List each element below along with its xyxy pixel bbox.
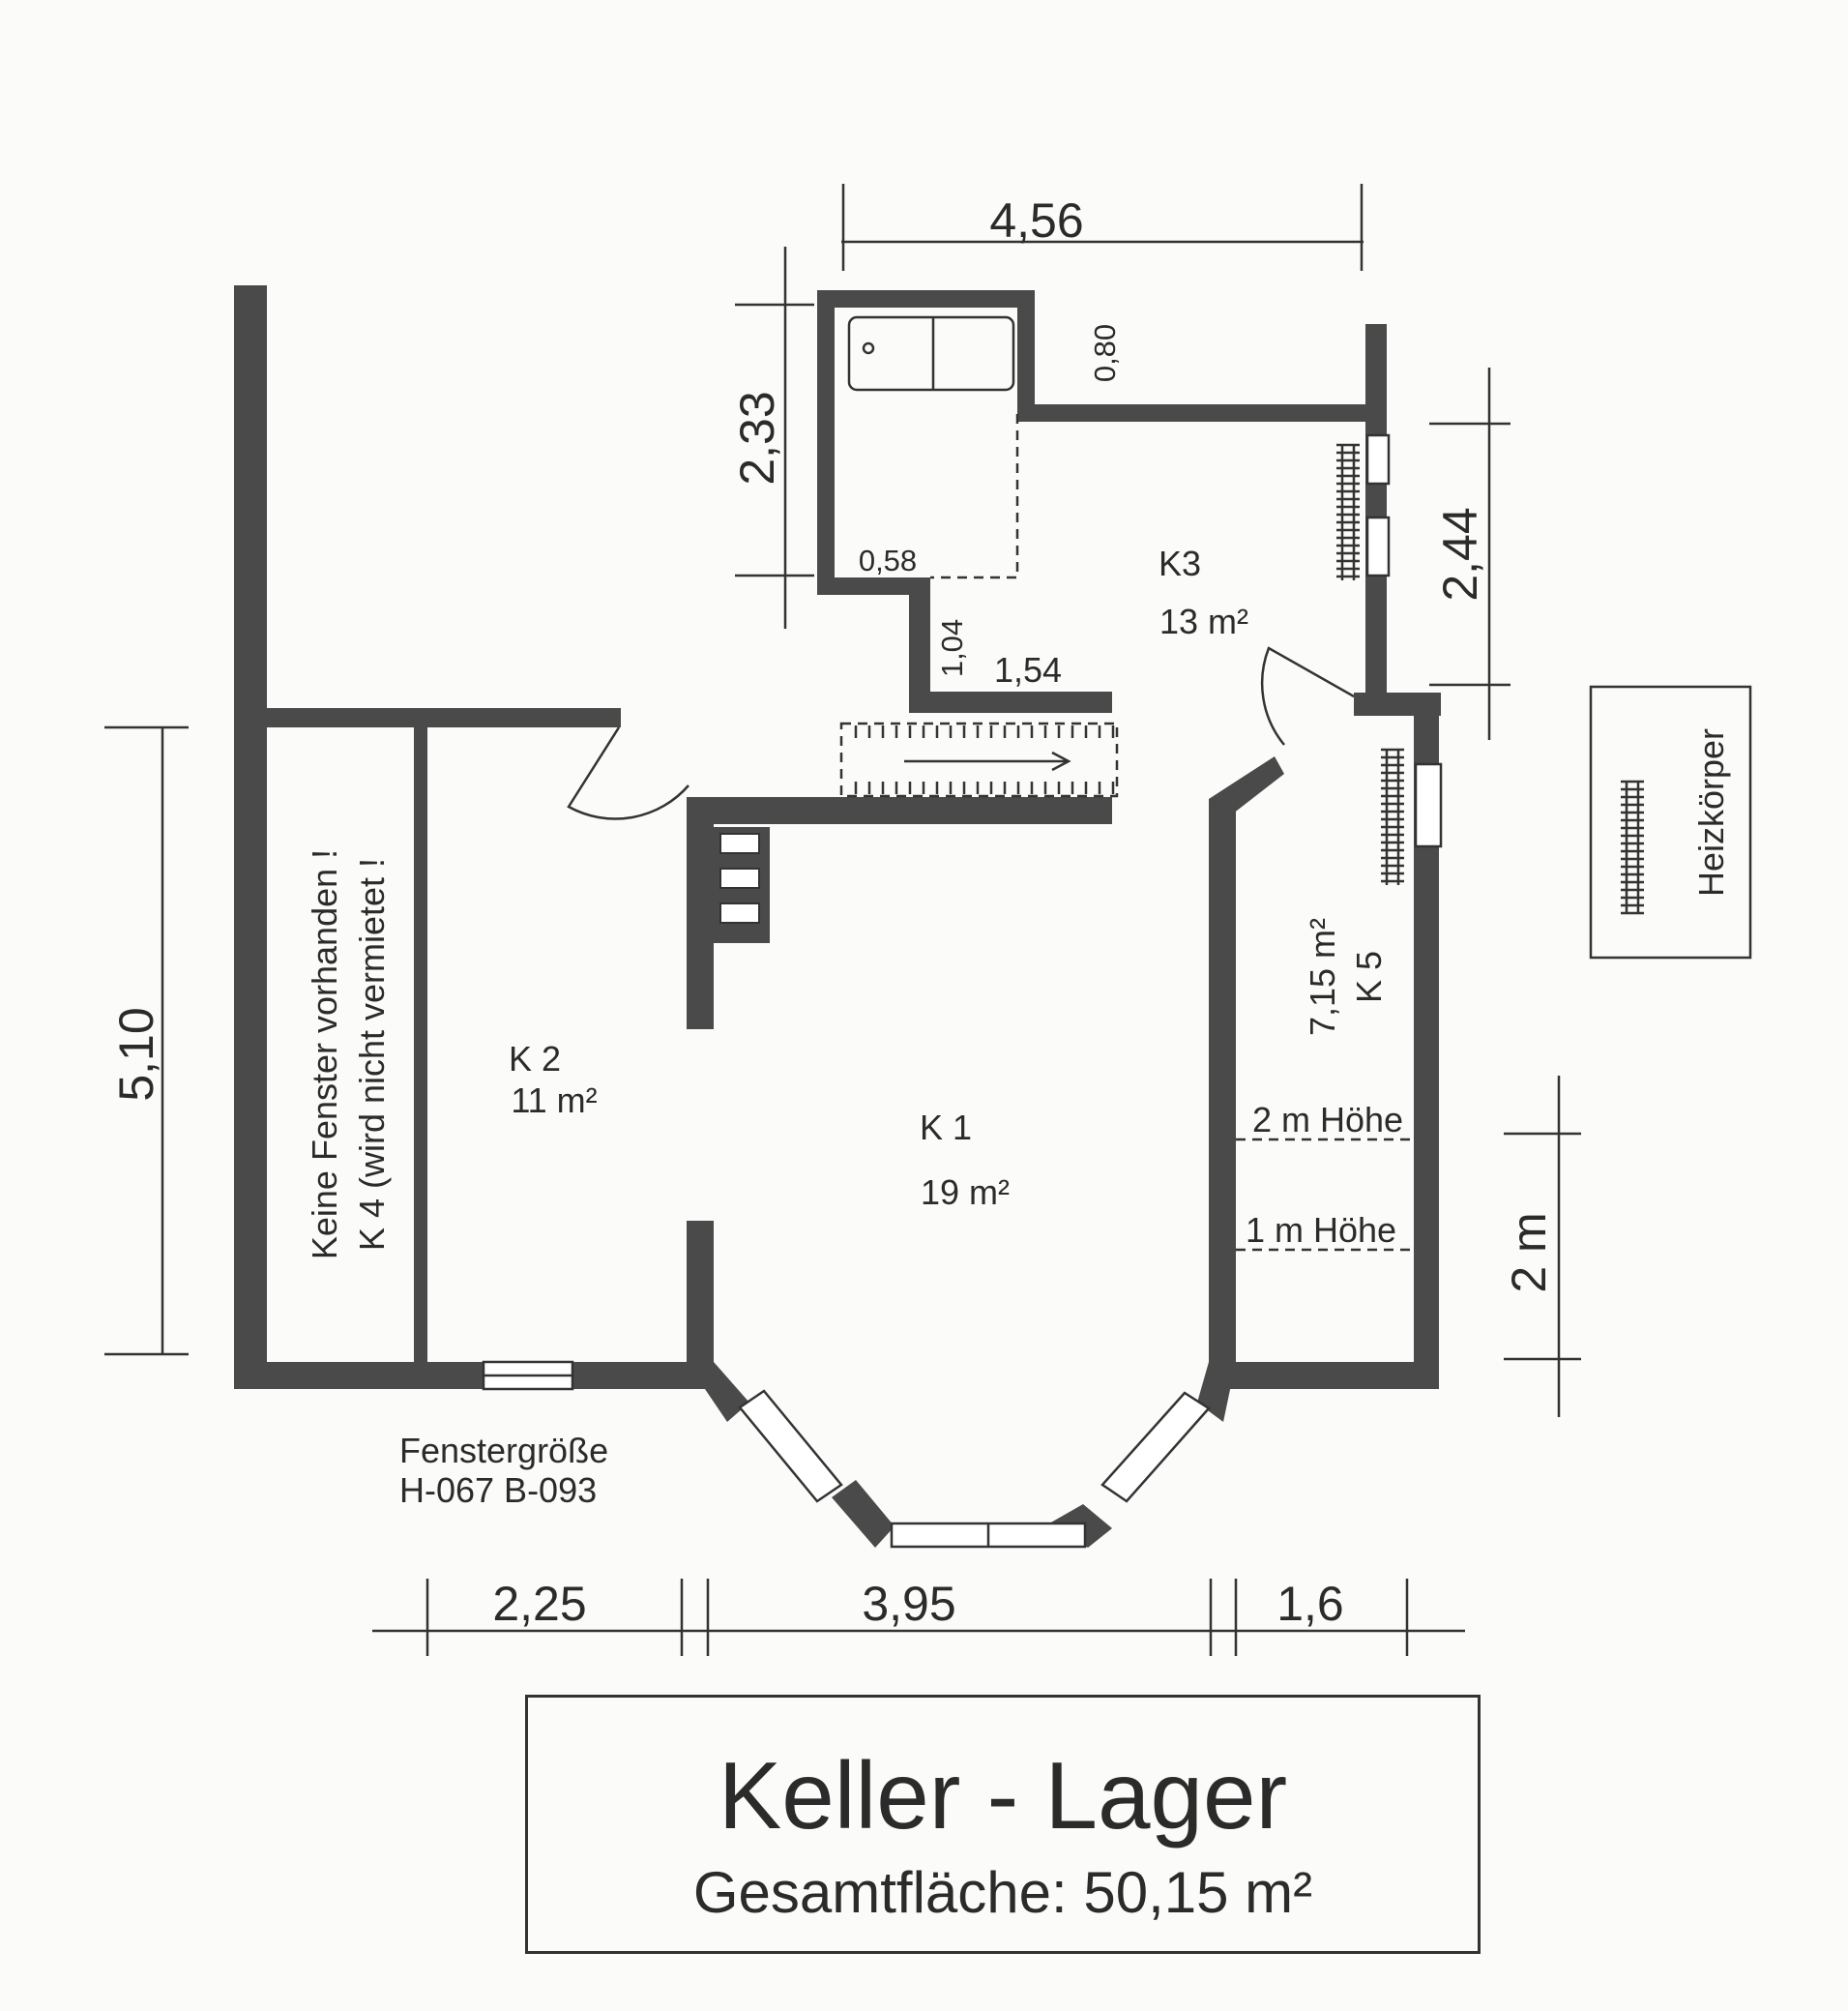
room-k5-name: K 5 [1349,951,1389,1003]
legend: Heizkörper [1589,685,1752,960]
k4-note-line2: K 4 (wird nicht vermietet ! [352,858,392,1251]
page-title: Keller - Lager [718,1742,1288,1848]
dim-left-height: 5,10 [109,1007,163,1101]
legend-label: Heizkörper [1691,728,1731,897]
window-note-line1: Fenstergröße [399,1431,608,1470]
walls [234,285,1441,1548]
heater-icon [1336,443,1360,580]
height-label-1m: 1 m Höhe [1246,1210,1396,1250]
room-k1-area: 19 m² [921,1172,1010,1212]
windows [482,433,1443,1549]
stairs [839,722,1119,798]
dim-wall-080: 0,80 [1088,324,1122,382]
total-area: Gesamtfläche: 50,15 m² [692,1860,1313,1925]
room-k1-name: K 1 [920,1108,972,1147]
doors [567,646,1355,820]
heater-icon [1381,748,1404,885]
dim-bottom-16: 1,6 [1276,1577,1344,1631]
bathtub-icon [847,315,1015,392]
window-note-line2: H-067 B-093 [399,1470,597,1510]
dim-inner-058: 0,58 [859,544,917,577]
room-k3-name: K3 [1159,544,1201,583]
dim-bottom-395: 3,95 [862,1577,955,1631]
k4-note-line1: Keine Fenster vorhanden ! [305,849,344,1259]
dim-top-width: 4,56 [989,193,1083,248]
dim-k3-height-left: 2,33 [730,391,784,485]
dashed-area [930,414,1019,579]
room-k3-area: 13 m² [1159,602,1248,641]
room-k2-name: K 2 [509,1039,561,1079]
dim-right-2m: 2 m [1502,1212,1556,1292]
dim-inner-104: 1,04 [935,619,969,677]
dim-k3-height-right: 2,44 [1433,507,1487,601]
title-block: Keller - Lager Gesamtfläche: 50,15 m² [525,1695,1481,1954]
height-label-2m: 2 m Höhe [1252,1100,1403,1139]
room-k5-area: 7,15 m² [1303,918,1342,1036]
heater-icon [1621,780,1644,915]
dim-inner-154: 1,54 [994,650,1062,690]
dimension-lines [104,184,1581,1656]
dim-bottom-225: 2,25 [492,1577,586,1631]
room-k2-area: 11 m² [511,1080,597,1120]
